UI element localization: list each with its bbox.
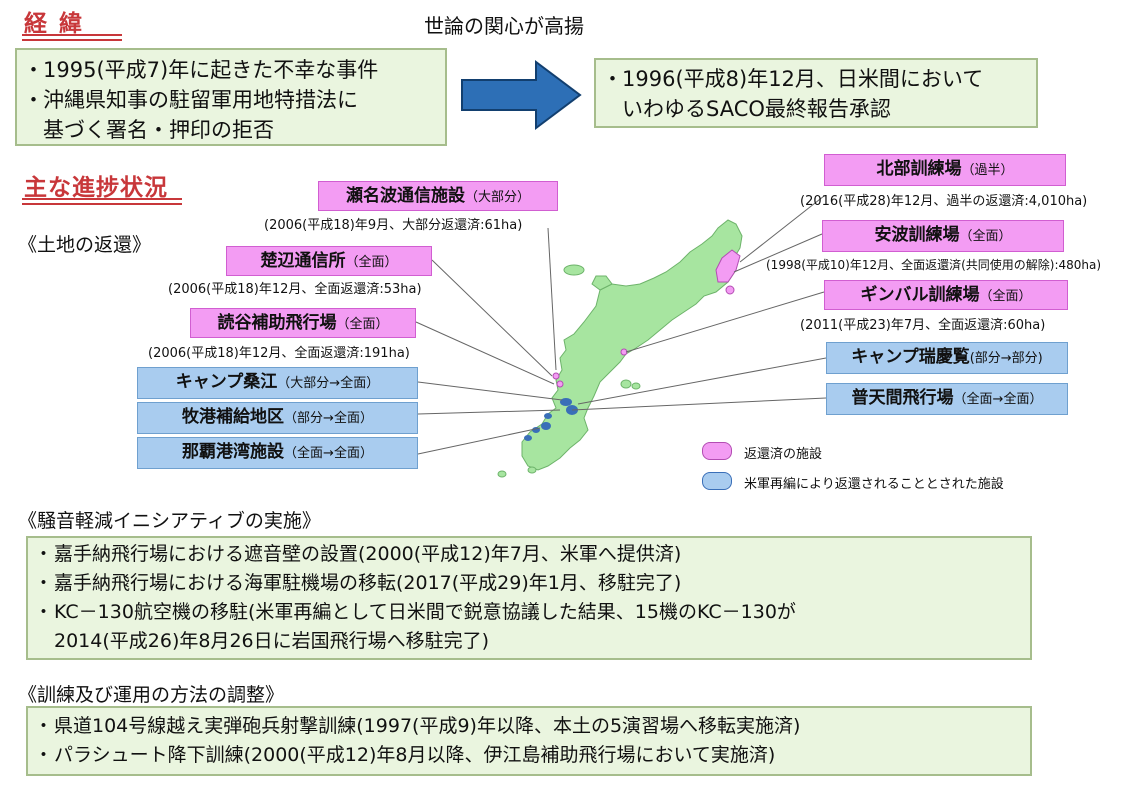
training-heading: 《訓練及び運用の方法の調整》 xyxy=(18,684,285,706)
history-title-underline xyxy=(22,34,122,41)
history-left-item: 基づく署名・押印の拒否 xyxy=(43,118,274,142)
legend-swatch-to-be-returned xyxy=(702,472,732,490)
public-interest-label: 世論の関心が高揚 xyxy=(424,14,584,38)
facility-label-camp-kuwae: キャンプ桑江（大部分→全面） xyxy=(137,367,418,399)
okinawa-map xyxy=(415,195,827,478)
facility-label-makiminato: 牧港補給地区（部分→全面） xyxy=(137,402,418,434)
facility-note-senaha: (2006(平成18)年9月、大部分返還済:61ha) xyxy=(264,218,523,233)
history-right-box: ・1996(平成8)年12月、日米間において いわゆるSACO最終報告承認 xyxy=(594,58,1038,128)
noise-heading: 《騒音軽減イニシアティブの実施》 xyxy=(18,510,321,532)
noise-item-continued: 2014(平成26)年8月26日に岩国飛行場へ移駐完了) xyxy=(54,630,490,652)
progress-title: 主な進捗状況 xyxy=(24,175,168,201)
training-item: ・県道104号線越え実弾砲兵射撃訓練(1997(平成9)年以降、本土の5演習場へ… xyxy=(34,715,801,737)
history-left-item: ・沖縄県知事の駐留軍用地特措法に xyxy=(23,88,358,112)
right-arrow-icon xyxy=(461,60,582,130)
facility-note-sobe: (2006(平成18)年12月、全面返還済:53ha) xyxy=(168,282,422,297)
facility-note-yomitan: (2006(平成18)年12月、全面返還済:191ha) xyxy=(148,346,410,361)
facility-label-sobe: 楚辺通信所（全面） xyxy=(226,246,432,276)
noise-item: ・嘉手納飛行場における遮音壁の設置(2000(平成12)年7月、米軍へ提供済) xyxy=(34,543,682,565)
facility-note-gimbaru: (2011(平成23)年7月、全面返還済:60ha) xyxy=(800,318,1046,333)
facility-label-naha-port: 那覇港湾施設（全面→全面） xyxy=(137,437,418,469)
legend-label-to-be-returned: 米軍再編により返還されることとされた施設 xyxy=(744,477,1004,492)
land-heading: 《土地の返還》 xyxy=(18,234,152,256)
legend-swatch-returned xyxy=(702,442,732,460)
history-right-item: ・1996(平成8)年12月、日米間において xyxy=(602,67,984,91)
noise-box: ・嘉手納飛行場における遮音壁の設置(2000(平成12)年7月、米軍へ提供済) … xyxy=(26,536,1032,660)
facility-label-northern-training-area: 北部訓練場（過半） xyxy=(824,154,1066,186)
facility-label-aha-training-area: 安波訓練場（全面） xyxy=(822,220,1064,252)
facility-label-yomitan: 読谷補助飛行場（全面） xyxy=(190,308,416,338)
training-box: ・県道104号線越え実弾砲兵射撃訓練(1997(平成9)年以降、本土の5演習場へ… xyxy=(26,706,1032,776)
noise-item: ・嘉手納飛行場における海軍駐機場の移転(2017(平成29)年1月、移駐完了) xyxy=(34,572,682,594)
training-item: ・パラシュート降下訓練(2000(平成12)年8月以降、伊江島補助飛行場において… xyxy=(34,744,776,766)
history-title: 経 緯 xyxy=(24,11,85,37)
progress-title-underline xyxy=(22,198,182,205)
legend-label-returned: 返還済の施設 xyxy=(744,447,823,462)
history-left-box: ・1995(平成7)年に起きた不幸な事件 ・沖縄県知事の駐留軍用地特措法に 基づ… xyxy=(15,48,447,146)
facility-note-aha-training-area: (1998(平成10)年12月、全面返還済(共同使用の解除):480ha) xyxy=(766,258,1102,272)
facility-note-northern-training-area: (2016(平成28)年12月、過半の返還済:4,010ha) xyxy=(800,194,1088,209)
noise-item: ・KC－130航空機の移駐(米軍再編として日米間で鋭意協議した結果、15機のKC… xyxy=(34,601,796,623)
facility-label-camp-zukeran: キャンプ瑞慶覧(部分→部分) xyxy=(826,342,1068,374)
history-left-item: ・1995(平成7)年に起きた不幸な事件 xyxy=(23,58,379,82)
facility-label-futenma: 普天間飛行場（全面→全面） xyxy=(826,383,1068,415)
facility-label-senaha: 瀬名波通信施設（大部分） xyxy=(318,181,558,211)
facility-label-gimbaru: ギンバル訓練場（全面） xyxy=(824,280,1068,310)
history-right-item: いわゆるSACO最終報告承認 xyxy=(622,97,891,121)
